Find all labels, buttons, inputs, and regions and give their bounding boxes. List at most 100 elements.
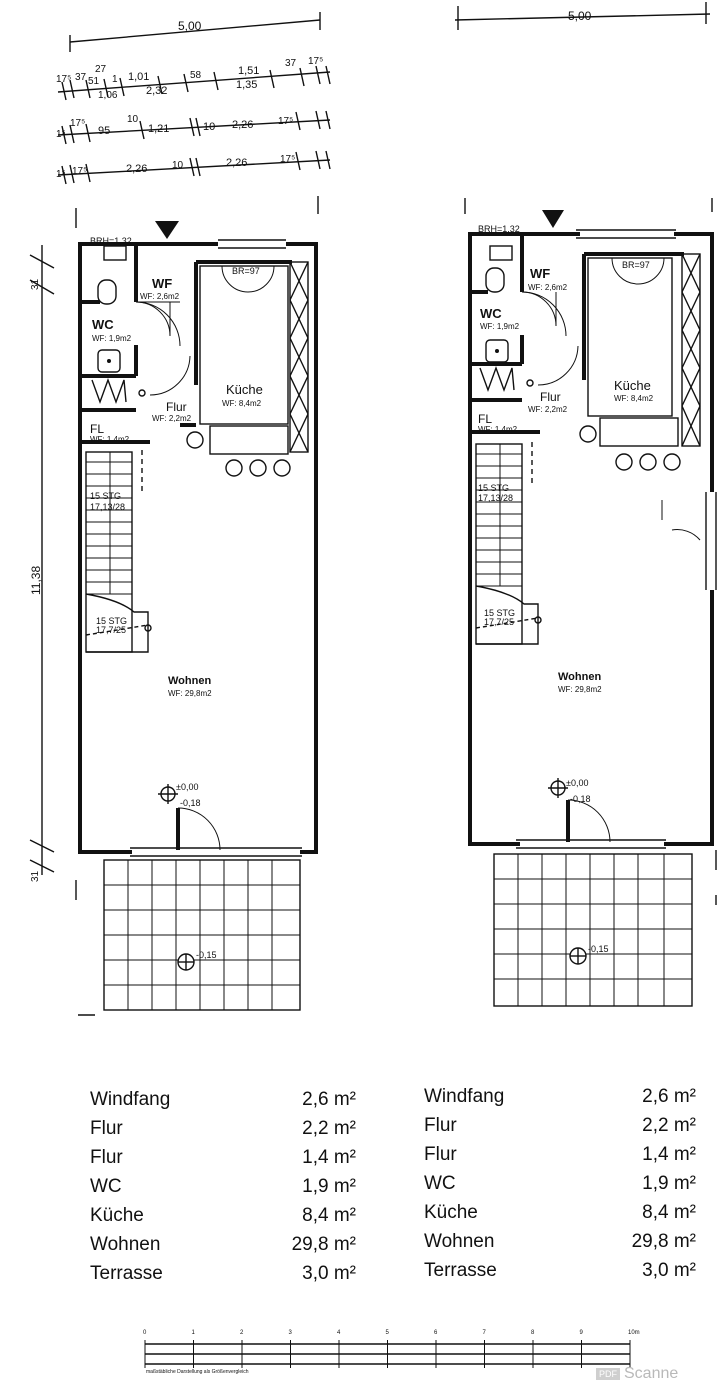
entrance-arrow-left: [155, 221, 179, 239]
room-kueche-right: Küche: [614, 378, 651, 393]
room-area: 2,2 m²: [302, 1118, 356, 1139]
floor-plan-right: 5,00: [454, 2, 717, 1007]
stair2-label-left: 15 STG: [96, 616, 127, 626]
dimension-chains-left: 5,00 17⁵ 37 27 1 51 1,01 58 1,51 37 17⁵ …: [56, 12, 331, 185]
level-zero-right: ±0,00: [566, 778, 588, 788]
level-m015-right: -0,15: [588, 944, 609, 954]
dim-wall-bottom-left: 31: [30, 870, 41, 882]
scale-tick-label: 7: [483, 1330, 487, 1336]
scale-tick-label: 3: [289, 1330, 293, 1336]
room-windfang-left: WF: [152, 276, 172, 291]
scanner-watermark: PDF Scanne: [596, 1365, 678, 1383]
scale-tick-label: 1: [192, 1330, 196, 1336]
room-area: 1,4 m²: [302, 1147, 356, 1168]
floor-plan-left: 5,00 17⁵ 37 27 1 51 1,01 58 1,51 37 17⁵ …: [29, 12, 331, 1016]
room-name: Flur: [90, 1118, 123, 1139]
room-area: 2,6 m²: [302, 1089, 356, 1110]
room-wohnen-area-left: WF: 29,8m2: [168, 689, 212, 698]
scale-tick-label: 0: [143, 1330, 147, 1336]
dim-r2-6: 2,26: [232, 119, 253, 131]
room-windfang-area-right: WF: 2,6m2: [528, 283, 568, 292]
floor-plan-drawing: 5,00 17⁵ 37 27 1 51 1,01 58 1,51 37 17⁵ …: [29, 2, 717, 1016]
room-flur-right: Flur: [540, 390, 561, 404]
room-wc-right: WC: [480, 306, 502, 321]
area-row: Windfang 2,6 m²: [90, 1085, 356, 1114]
room-area: 8,4 m²: [302, 1205, 356, 1226]
dim-r3-3: 10: [172, 160, 184, 171]
room-flur-left: Flur: [166, 400, 187, 414]
scale-caption: maßstäbliche Darstellung als Größenvergl…: [146, 1369, 249, 1375]
room-kueche-left: Küche: [226, 382, 263, 397]
dim-r1-0: 17⁵: [56, 74, 71, 85]
room-wohnen-left: Wohnen: [168, 675, 211, 687]
stairs-right: 15 STG 17,13/28 15 STG 17,7/25: [475, 442, 542, 645]
level-m015-left: -0,15: [196, 950, 217, 960]
kitchen-left: [186, 261, 309, 477]
dim-r1-5: 1,01: [128, 71, 149, 83]
dim-r1-12: 2,32: [146, 85, 167, 97]
room-area: 29,8 m²: [291, 1234, 356, 1255]
room-area: 8,4 m²: [642, 1202, 696, 1223]
stair1-dim-right: 17,13/28: [478, 493, 513, 503]
room-area: 1,9 m²: [642, 1173, 696, 1194]
room-name: Wohnen: [424, 1231, 495, 1252]
dim-overall-width-right: 5,00: [568, 9, 592, 23]
dim-wall-top-left: 31: [30, 278, 41, 290]
area-row: Küche 8,4 m²: [90, 1201, 356, 1230]
watermark-text: Scanne: [624, 1365, 679, 1382]
room-wc-left: WC: [92, 317, 114, 332]
scale-tick-label: 4: [337, 1330, 341, 1336]
dim-r3-1: 17⁵: [72, 166, 87, 177]
room-name: Flur: [424, 1115, 457, 1136]
dim-r1-7: 1,51: [238, 65, 259, 77]
pdf-badge-icon: PDF: [596, 1367, 620, 1380]
dim-r2-2: 95: [98, 125, 110, 137]
room-wc-area-left: WF: 1,9m2: [92, 334, 132, 343]
room-name: WC: [90, 1176, 122, 1197]
dim-r3-5: 17⁵: [280, 154, 295, 165]
room-name: Terrasse: [90, 1263, 163, 1284]
dim-r1-13: 1,35: [236, 79, 257, 91]
brh-top-left: BRH=1,32: [90, 236, 132, 246]
room-kueche-area-left: WF: 8,4m2: [222, 399, 262, 408]
area-row: Flur 1,4 m²: [90, 1143, 356, 1172]
dim-r1-8: 37: [285, 58, 297, 69]
sanitary-left: [91, 245, 191, 405]
terrace-right: -0,15: [493, 850, 717, 1007]
scale-tick-label: 5: [386, 1330, 390, 1336]
room-area: 1,4 m²: [642, 1144, 696, 1165]
room-flur-area-left: WF: 2,2m2: [152, 414, 192, 423]
dim-r3-0: 1⁵: [56, 169, 66, 180]
scale-tick-label: 2: [240, 1330, 244, 1336]
dim-r1-1: 37: [75, 72, 87, 83]
entrance-arrow-right: [542, 210, 564, 228]
room-name: Küche: [90, 1205, 144, 1226]
room-windfang-right: WF: [530, 266, 550, 281]
room-fl-right: FL: [478, 412, 492, 426]
front-door-right: ±0,00 -0,18: [548, 778, 611, 843]
walls-right: [468, 229, 717, 849]
dim-r2-1: 17⁵: [70, 118, 85, 129]
room-wohnen-area-right: WF: 29,8m2: [558, 685, 602, 694]
room-wohnen-right: Wohnen: [558, 671, 601, 683]
scale-tick-label: 8: [531, 1330, 535, 1336]
room-area: 2,2 m²: [642, 1115, 696, 1136]
room-name: Flur: [90, 1147, 123, 1168]
room-area: 29,8 m²: [631, 1231, 696, 1252]
room-name: Windfang: [90, 1089, 171, 1110]
dim-r1-2: 27: [95, 64, 107, 75]
brh-kitchen-left: BR=97: [232, 266, 260, 276]
area-row: Flur 2,2 m²: [424, 1111, 696, 1140]
room-name: Terrasse: [424, 1260, 497, 1281]
stair1-label-right: 15 STG: [478, 483, 509, 493]
level-zero-left: ±0,00: [176, 782, 198, 792]
room-wc-area-right: WF: 1,9m2: [480, 322, 520, 331]
walls-left: [78, 239, 318, 857]
